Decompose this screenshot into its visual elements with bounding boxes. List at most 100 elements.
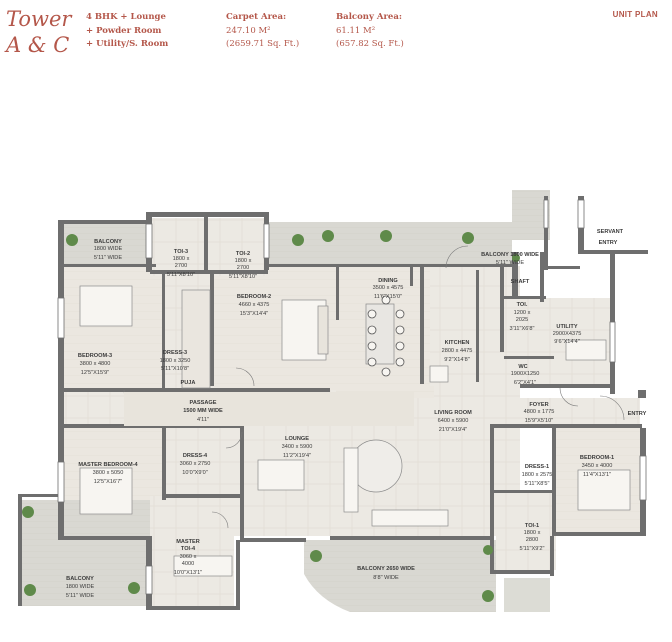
label-bedroom-2: BEDROOM-2 [237,294,271,300]
bed-bedroom-3 [79,285,133,327]
carpet-area-sqft: (2659.71 Sq. Ft.) [226,39,300,49]
room-labels: BALCONY 1800 WIDE 5'11" WIDE TOI-3 1800 … [66,229,647,599]
label-puja: PUJA [181,380,196,386]
svg-text:1800 x: 1800 x [235,258,252,264]
svg-text:21'0"X19'4": 21'0"X19'4" [439,427,468,433]
svg-text:3060 x 2750: 3060 x 2750 [180,461,211,467]
svg-text:5'11"X10'8": 5'11"X10'8" [161,366,189,372]
feature-item: 4 BHK + Lounge [86,12,166,22]
balcony-area-block: Balcony Area: 61.11 M² (657.82 Sq. Ft.) [336,11,404,52]
dress-3-wardrobe [181,289,211,389]
label-balcony-tl: BALCONY [94,239,122,245]
svg-text:4'11": 4'11" [197,417,209,423]
lounge-sofa [257,459,305,491]
svg-text:6400 x 5900: 6400 x 5900 [438,418,469,424]
carpet-area-block: Carpet Area: 247.10 M² (2659.71 Sq. Ft.) [226,11,299,52]
walls [18,196,648,610]
label-balcony-bl: BALCONY [66,576,94,582]
svg-text:6'2"X4'1": 6'2"X4'1" [514,380,536,386]
label-passage: PASSAGE [190,400,217,406]
bed-bedroom-1 [577,469,631,511]
svg-text:11'6"X15'0": 11'6"X15'0" [374,294,402,300]
svg-text:5'11"X8'5": 5'11"X8'5" [525,481,550,487]
svg-text:3400 x 5900: 3400 x 5900 [282,444,313,450]
bed-master-bedroom-4 [79,467,133,515]
svg-text:11'2"X19'4": 11'2"X19'4" [283,453,311,459]
balcony-area-label: Balcony Area: [336,12,402,22]
svg-text:1800 x 2575: 1800 x 2575 [522,472,553,478]
label-dining: DINING [378,278,398,284]
svg-text:1800 x: 1800 x [173,256,190,262]
label-toi-small: TOI. [517,302,528,308]
svg-text:15'3"X14'4": 15'3"X14'4" [240,311,269,317]
svg-text:5'11"X8'10": 5'11"X8'10" [229,274,257,280]
tower-title-line2: A & C [6,33,70,57]
svg-text:8'8" WIDE: 8'8" WIDE [373,575,399,581]
svg-text:15'9"X5'10": 15'9"X5'10" [525,418,554,424]
balcony-decks [20,190,550,612]
svg-text:3500 x 4575: 3500 x 4575 [373,285,404,291]
label-master-toi-4: MASTER [176,539,200,545]
svg-text:5'11" WIDE: 5'11" WIDE [94,255,122,261]
svg-text:1500 MM WIDE: 1500 MM WIDE [183,408,223,414]
svg-text:2800: 2800 [526,537,538,543]
label-living-room: LIVING ROOM [434,410,472,416]
feature-item: + Utility/S. Room [86,39,169,49]
svg-text:5'11"X8'10": 5'11"X8'10" [167,272,195,278]
svg-text:1800 x 3250: 1800 x 3250 [160,358,191,364]
svg-text:TOI-4: TOI-4 [181,546,196,552]
svg-text:5'11"X9'2": 5'11"X9'2" [520,546,545,552]
label-toi-3: TOI-3 [174,249,188,255]
svg-text:1800 WIDE: 1800 WIDE [66,584,95,590]
svg-text:5'11" WIDE: 5'11" WIDE [66,593,94,599]
svg-text:4660 x 4375: 4660 x 4375 [239,302,270,308]
carpet-area-label: Carpet Area: [226,12,287,22]
label-dress-3: DRESS-3 [163,350,187,356]
label-dress-1: DRESS-1 [525,464,549,470]
svg-text:10'0"X9'0": 10'0"X9'0" [182,470,207,476]
svg-text:11'4"X13'1": 11'4"X13'1" [583,472,611,478]
balcony-area-value: 61.11 M² [336,25,376,36]
windows [57,199,647,595]
label-utility: UTILITY [556,324,577,330]
svg-text:3800 x 4800: 3800 x 4800 [80,361,111,367]
label-bedroom-3: BEDROOM-3 [78,353,112,359]
svg-text:ENTRY: ENTRY [599,240,618,246]
label-bedroom-1: BEDROOM-1 [580,455,614,461]
tower-title-line1: Tower [6,7,72,31]
svg-text:3450 x 4000: 3450 x 4000 [582,463,613,469]
label-toi-1: TOI-1 [525,523,539,529]
kitchen-appliance [429,365,449,383]
svg-text:3'11"X6'8": 3'11"X6'8" [510,326,535,332]
label-dress-4: DRESS-4 [183,453,208,459]
tower-title: Tower A & C [6,6,71,58]
svg-text:1800 x: 1800 x [524,530,541,536]
carpet-area-value: 247.10 M² [226,25,271,36]
svg-text:9'2"X14'8": 9'2"X14'8" [444,357,469,363]
label-kitchen: KITCHEN [445,340,470,346]
label-balcony-top: BALCONY 1800 WIDE [481,252,539,258]
label-lounge: LOUNGE [285,436,309,442]
label-servant-entry: SERVANT [597,229,624,235]
header: Tower A & C 4 BHK + Lounge + Powder Room… [0,0,672,70]
svg-text:2900X4375: 2900X4375 [553,331,582,337]
svg-text:2025: 2025 [516,317,528,323]
bathtub [173,555,233,577]
svg-text:1800 WIDE: 1800 WIDE [94,246,123,252]
svg-text:4800 x 1775: 4800 x 1775 [524,409,555,415]
svg-text:1200 x: 1200 x [514,310,531,316]
svg-text:5'11" WIDE: 5'11" WIDE [496,260,524,266]
sofa-side [343,447,359,513]
balcony-area-sqft: (657.82 Sq. Ft.) [336,39,404,49]
svg-text:2700: 2700 [237,265,249,271]
label-foyer: FOYER [529,402,548,408]
label-master-bedroom-4: MASTER BEDROOM-4 [78,462,138,468]
svg-text:9'6"X14'4": 9'6"X14'4" [554,339,579,345]
plants [22,230,520,602]
svg-text:3060 x: 3060 x [180,554,197,560]
svg-text:12'5"X15'9": 12'5"X15'9" [81,370,110,376]
sofa-living [371,509,449,527]
utility-bed [565,339,607,361]
dining-chairs [367,295,405,377]
